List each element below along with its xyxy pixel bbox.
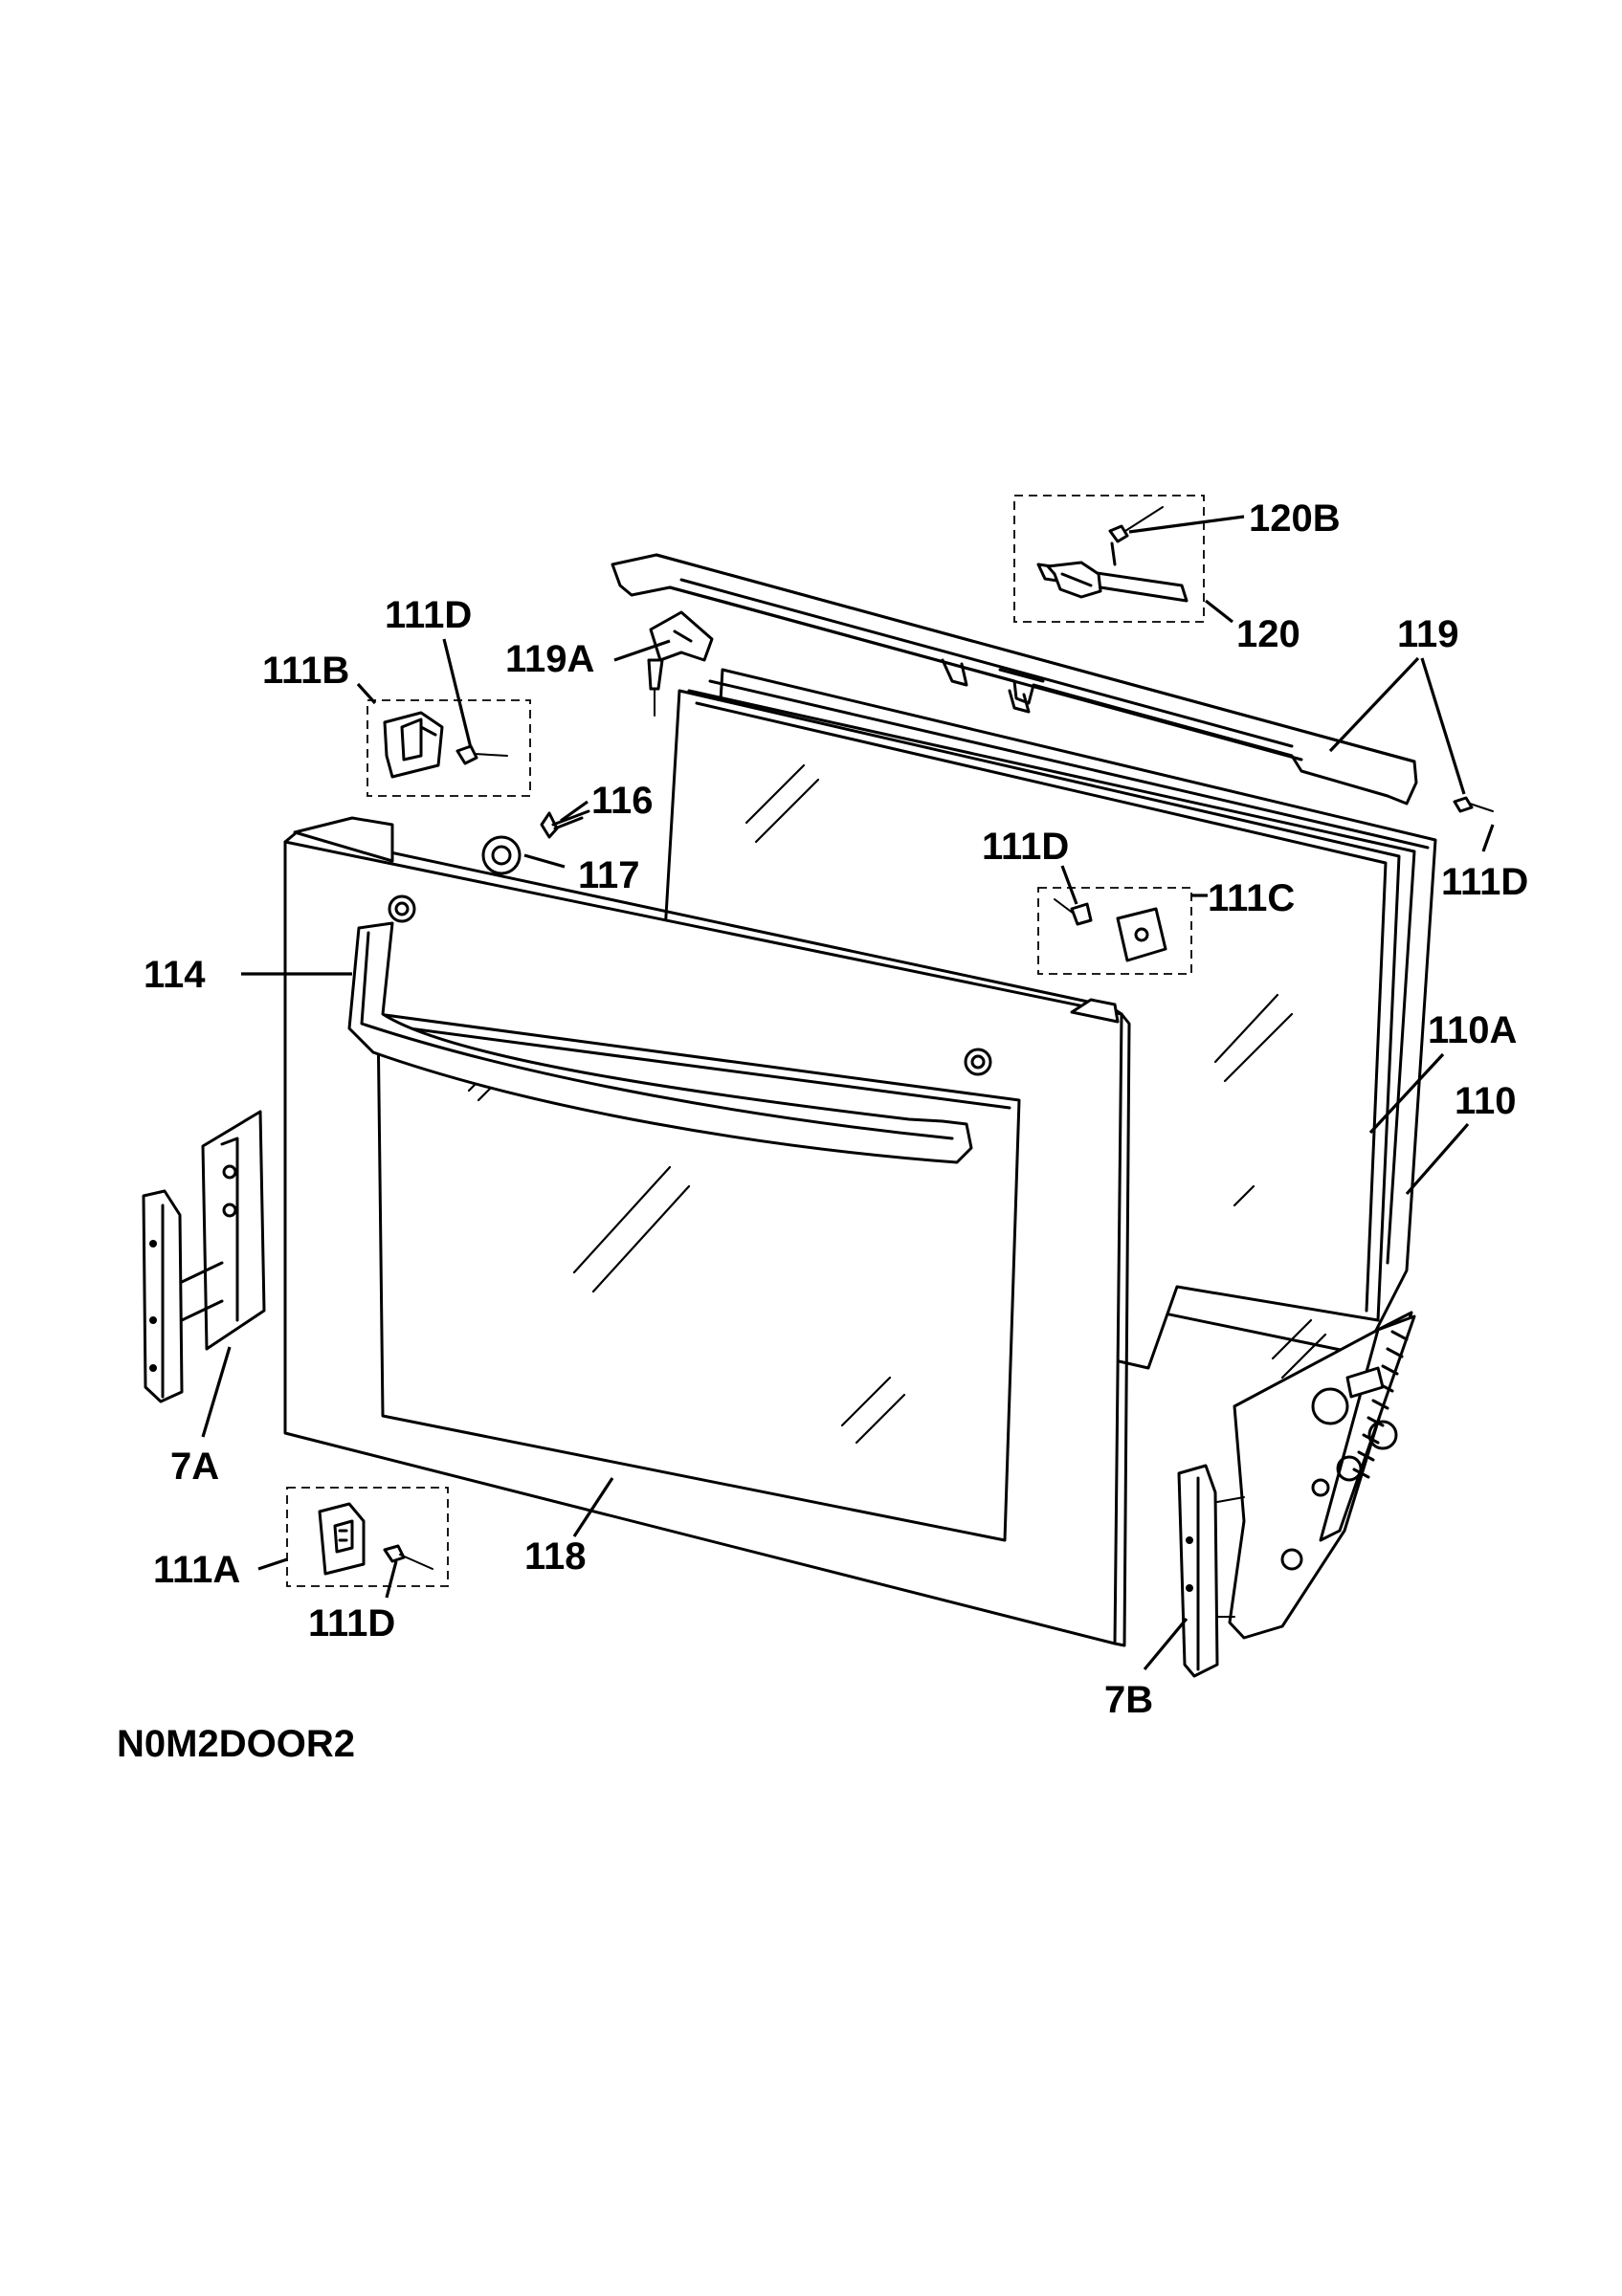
callout-111b: 111B: [262, 650, 349, 692]
callout-7a: 7A: [170, 1446, 219, 1488]
latch-group-120: [1013, 495, 1205, 623]
callout-111a: 111A: [153, 1549, 240, 1591]
callout-111c: 111C: [1208, 877, 1295, 919]
screw-116: [540, 809, 590, 839]
callout-110: 110: [1455, 1080, 1517, 1122]
door-handle: [347, 894, 992, 1164]
callout-116: 116: [591, 780, 654, 822]
callout-110a: 110A: [1428, 1009, 1517, 1051]
clip-group-111c: [1037, 887, 1192, 975]
callout-7b: 7B: [1104, 1679, 1153, 1721]
clip-group-111a: [286, 1487, 449, 1587]
callout-119: 119: [1397, 613, 1459, 655]
leader-lines: [201, 515, 1495, 1671]
callout-120: 120: [1236, 613, 1300, 655]
diagram-code: N0M2DOOR2: [117, 1723, 355, 1765]
callout-111d-mid: 111D: [982, 826, 1069, 868]
callout-111d-bottom: 111D: [308, 1602, 395, 1645]
callout-119a: 119A: [505, 638, 594, 680]
clip-group-111b: [367, 699, 531, 797]
pin-111d-right: [1453, 796, 1494, 813]
hinge-7a: [142, 1110, 266, 1403]
hinge-7b: [1177, 1311, 1416, 1678]
bracket-119a: [647, 610, 714, 717]
callout-111d-top: 111D: [385, 594, 472, 636]
washer-117: [481, 835, 522, 875]
callout-117: 117: [578, 854, 640, 896]
glass-reflection: [744, 763, 1327, 1380]
front-door-panel: [283, 816, 1131, 1647]
callout-111d-right: 111D: [1441, 861, 1528, 903]
callout-labels: 120B 120 119 119A 111D 111B 116 117 111D…: [144, 497, 1528, 1721]
callout-114: 114: [144, 954, 206, 996]
callout-118: 118: [524, 1535, 587, 1578]
top-trim-bar: [611, 553, 1418, 806]
callout-120b: 120B: [1249, 497, 1341, 540]
